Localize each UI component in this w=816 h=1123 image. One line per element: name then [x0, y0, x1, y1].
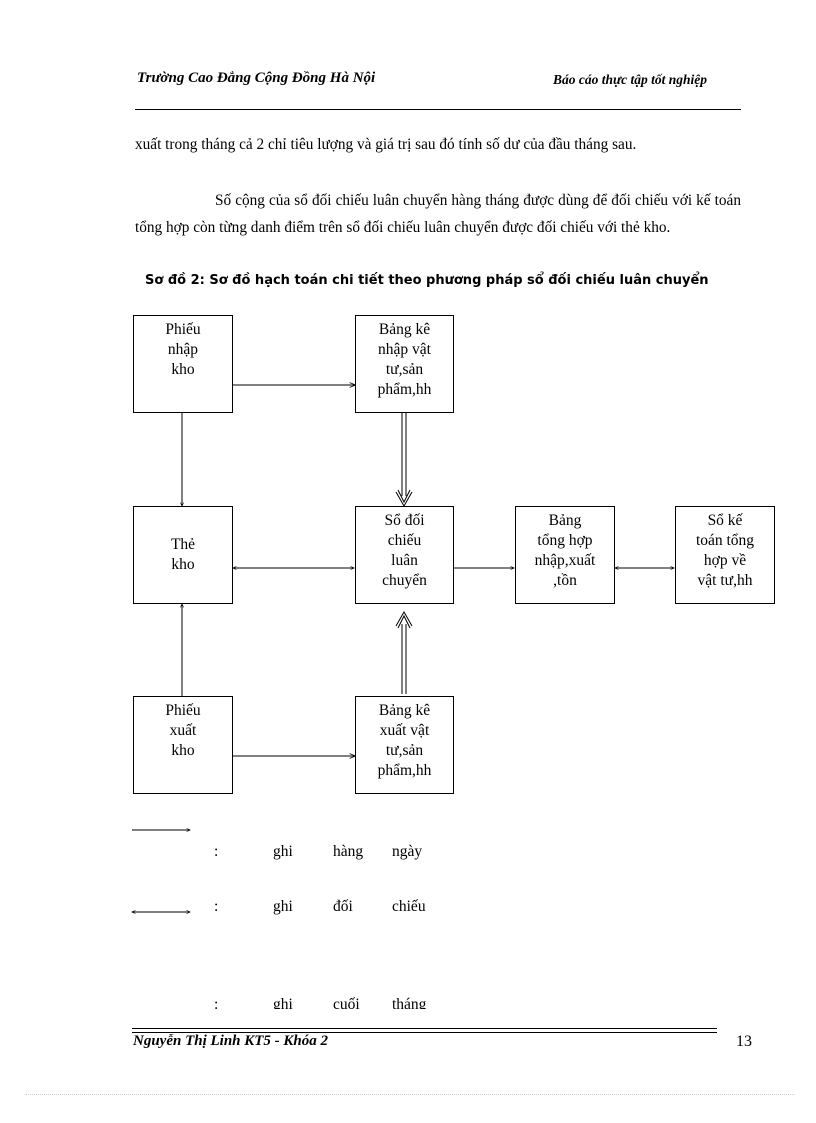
footer-author: Nguyễn Thị Linh KT5 - Khóa 2	[133, 1033, 329, 1049]
legend-word: hàng	[333, 843, 364, 860]
diagram-caption: Sơ đồ 2: Sơ đồ hạch toán chi tiết theo p…	[145, 273, 709, 288]
hollow-arrow-bang-ke-xuat-to-so-doi-chieu	[395, 610, 413, 694]
legend-word: đối	[333, 898, 353, 915]
header-divider	[135, 109, 741, 110]
page-edge-dotted-line	[25, 1094, 795, 1095]
footer-divider	[132, 1032, 717, 1033]
paragraph-2: Số cộng của sổ đối chiếu luân chuyển hàn…	[135, 192, 741, 236]
page-number: 13	[736, 1033, 752, 1050]
legend-word: ngày	[392, 843, 423, 860]
legend-row-clipped: : ghi cuối tháng	[0, 990, 816, 1009]
legend-colon: :	[214, 898, 219, 915]
header-report-title: Báo cáo thực tập tốt nghiệp	[553, 72, 707, 87]
legend-word: ghi	[273, 898, 293, 915]
legend-word: ghi	[273, 843, 293, 860]
legend-word: chiếu	[392, 898, 426, 915]
legend-word: tháng	[392, 996, 427, 1009]
paragraph-1: xuất trong tháng cả 2 chỉ tiêu lượng và …	[135, 136, 637, 153]
legend-colon: :	[214, 996, 219, 1009]
header-school-name: Trường Cao Đẳng Cộng Đồng Hà Nội	[137, 70, 376, 86]
legend-word: ghi	[273, 996, 293, 1009]
hollow-arrow-bang-ke-nhap-to-so-doi-chieu	[395, 413, 413, 508]
footer-divider	[132, 1028, 717, 1029]
legend-colon: :	[214, 843, 219, 860]
legend-word: cuối	[333, 996, 360, 1009]
